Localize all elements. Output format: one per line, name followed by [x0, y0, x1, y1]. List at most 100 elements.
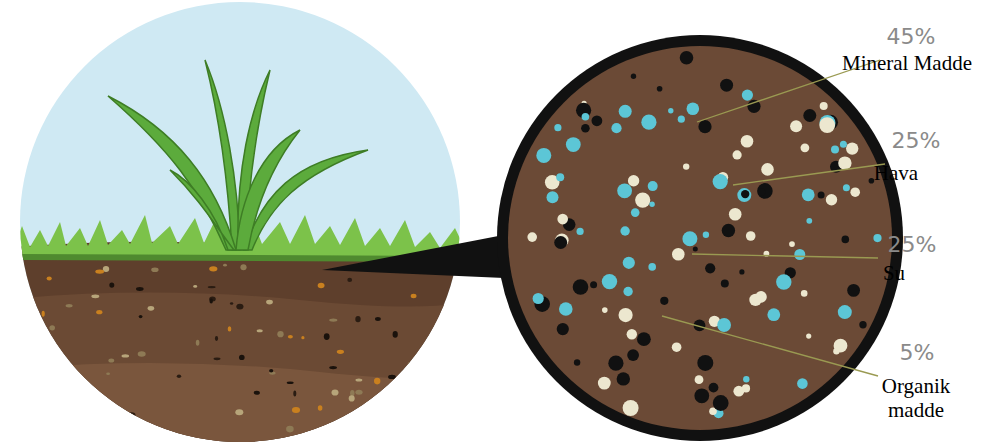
soil-particle — [838, 156, 851, 169]
soil-particle — [527, 232, 537, 242]
percent-label: 45% — [871, 24, 951, 49]
soil-particle — [722, 224, 735, 237]
soil-grain — [228, 326, 232, 331]
soil-particle — [611, 123, 621, 133]
soil-grain — [369, 404, 372, 407]
soil-grain — [106, 373, 110, 376]
soil-particle — [846, 142, 858, 154]
soil-grain — [230, 302, 233, 305]
soil-particle — [801, 143, 810, 152]
soil-particle — [573, 279, 589, 295]
zoom-circle-border — [497, 35, 903, 441]
soil-grain — [426, 432, 433, 438]
soil-particle — [831, 146, 839, 154]
soil-grain — [257, 329, 263, 332]
soil-grain — [301, 336, 304, 339]
soil-grain — [193, 285, 197, 288]
soil-particle — [536, 148, 551, 163]
soil-particle — [741, 135, 754, 148]
leader-lines — [662, 60, 885, 376]
component-label: Mineral Madde — [812, 51, 1002, 75]
soil-grain — [240, 264, 246, 270]
soil-particle — [729, 208, 742, 221]
soil-grain — [208, 286, 216, 288]
soil-grain — [351, 428, 358, 432]
soil-particle — [678, 116, 685, 123]
soil-particle — [623, 257, 635, 269]
soil-grain — [44, 351, 48, 354]
soil-particle — [797, 378, 808, 389]
soil-particle — [602, 307, 608, 313]
soil-particle — [602, 274, 617, 289]
soil-grain — [89, 414, 93, 418]
soil-particle — [802, 188, 815, 201]
soil-particle — [697, 355, 713, 371]
soil-grain — [209, 266, 217, 271]
soil-particle — [838, 305, 852, 319]
soil-particle — [557, 323, 569, 335]
soil-particle — [557, 214, 568, 225]
soil-grain — [408, 362, 417, 366]
soil-grain — [235, 409, 243, 415]
soil-grain — [393, 415, 400, 420]
soil-particle — [687, 103, 700, 116]
soil-grain — [266, 300, 273, 305]
soil-particle — [739, 269, 744, 274]
soil-particle — [741, 190, 749, 198]
soil-particle — [627, 329, 637, 339]
soil-grain — [324, 333, 330, 340]
soil-grain — [343, 421, 347, 428]
soil-grain — [91, 294, 99, 298]
soil-particle — [843, 184, 850, 191]
soil-particle — [806, 218, 812, 224]
soil-grain — [96, 310, 102, 314]
soil-particle — [733, 150, 742, 159]
soil-grain — [196, 340, 200, 346]
soil-grain — [277, 331, 283, 337]
soil-particle — [840, 141, 847, 148]
percent-label: 25% — [872, 232, 952, 257]
soil-particle — [648, 263, 656, 271]
soil-particle — [720, 79, 733, 92]
component-label: Hava — [851, 161, 941, 185]
soil-particle — [820, 102, 828, 110]
soil-grain — [374, 378, 380, 385]
soil-particle — [672, 248, 685, 261]
soil-particle — [705, 263, 715, 273]
soil-particle — [826, 194, 837, 205]
soil-grain — [411, 294, 417, 298]
soil-grain — [430, 359, 435, 364]
soil-particle — [801, 290, 808, 297]
soil-grain — [393, 331, 398, 338]
soil-particle — [698, 120, 711, 133]
soil-particle — [680, 51, 694, 65]
soil-grain — [402, 373, 407, 377]
soil-particle — [709, 383, 719, 393]
soil-particle — [873, 234, 881, 242]
soil-particle — [790, 120, 802, 132]
component-label: Su — [864, 261, 924, 285]
soil-grain — [210, 298, 213, 303]
soil-grain — [108, 359, 114, 363]
soil-particle — [547, 191, 559, 203]
soil-particle — [559, 302, 573, 316]
soil-grain — [412, 423, 418, 429]
soil-particle — [623, 287, 632, 296]
soil-grain — [327, 429, 335, 434]
soil-particle — [767, 308, 780, 321]
soil-particle — [637, 332, 651, 346]
soil-grain — [446, 314, 453, 321]
soil-particle — [713, 395, 729, 411]
soil-particle — [620, 226, 629, 235]
soil-particle — [755, 291, 767, 303]
soil-particle — [590, 281, 597, 288]
soil-particle — [761, 163, 774, 176]
soil-particle — [819, 117, 835, 133]
soil-particle — [850, 187, 860, 197]
soil-particle — [713, 174, 728, 189]
soil-particle — [581, 124, 590, 133]
component-label: Organik madde — [871, 374, 961, 422]
soil-grain — [148, 306, 155, 311]
soil-grain — [329, 319, 337, 322]
